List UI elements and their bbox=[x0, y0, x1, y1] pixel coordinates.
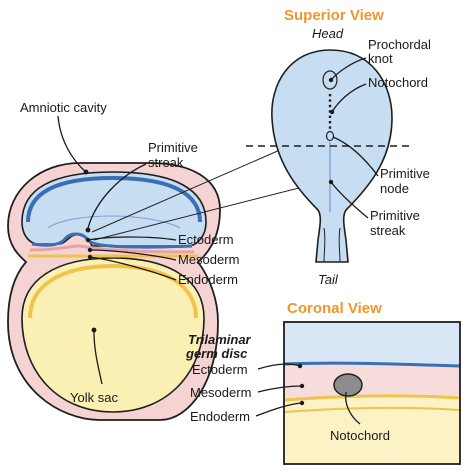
superior-primitive-streak-label-l1: Primitive bbox=[370, 208, 420, 223]
yolk-sac-label: Yolk sac bbox=[70, 390, 118, 405]
connecting-stalk-inner bbox=[323, 227, 341, 263]
mesoderm-leader bbox=[89, 249, 177, 261]
coronal-endoderm-label: Endoderm bbox=[190, 409, 250, 424]
coronal-mesoderm-point bbox=[299, 383, 305, 389]
amniotic-cavity-leader bbox=[57, 115, 87, 173]
coronal-ectoderm-leader bbox=[257, 363, 301, 370]
yolk-sac-shape bbox=[21, 257, 205, 413]
projection-line-top bbox=[91, 135, 313, 233]
primitive-node-shape bbox=[325, 130, 335, 142]
coronal-panel bbox=[283, 321, 461, 465]
yolk-sac-point bbox=[91, 327, 97, 333]
yolk-sac-leader bbox=[93, 331, 103, 385]
primitive-streak-point bbox=[85, 227, 91, 233]
prochordal-knot-point bbox=[328, 77, 334, 83]
coronal-mesoderm-leader bbox=[257, 385, 303, 393]
trilaminar-label-l2: germ disc bbox=[185, 346, 248, 361]
primitive-streak-label-l1: Primitive bbox=[148, 140, 198, 155]
coronal-view-title: Coronal View bbox=[287, 300, 382, 317]
primitive-node-leader bbox=[332, 136, 379, 177]
coronal-endoderm-leader bbox=[255, 402, 303, 417]
superior-view-title: Superior View bbox=[284, 7, 384, 24]
ectoderm-label: Ectoderm bbox=[178, 232, 234, 247]
inner-oval bbox=[47, 215, 181, 229]
prochordal-knot-label-l2: knot bbox=[368, 51, 393, 66]
ectoderm-layer bbox=[31, 232, 193, 249]
trilaminar-label-l1: Trilaminar bbox=[188, 332, 252, 347]
amnion-lining bbox=[26, 175, 202, 223]
coronal-endoderm-line-2 bbox=[283, 406, 461, 413]
cross-section bbox=[7, 162, 221, 421]
coronal-ectoderm-line bbox=[283, 361, 461, 368]
primitive-node-label-l1: Primitive bbox=[380, 166, 430, 181]
prochordal-knot-label-l1: Prochordal bbox=[368, 37, 431, 52]
coronal-ectoderm-point bbox=[297, 363, 303, 369]
coronal-mesoderm-band bbox=[284, 363, 460, 400]
superior-primitive-streak-label-l2: streak bbox=[370, 223, 406, 238]
coronal-mesoderm-label: Mesoderm bbox=[190, 385, 251, 400]
coronal-notochord-leader bbox=[344, 391, 361, 425]
coronal-notochord-shape bbox=[333, 373, 363, 397]
yolk-sac-lining bbox=[28, 263, 198, 319]
mesoderm-label: Mesoderm bbox=[178, 252, 239, 267]
endoderm-label: Endoderm bbox=[178, 272, 238, 287]
amniotic-cavity-point bbox=[83, 169, 89, 175]
notochord-label: Notochord bbox=[368, 75, 428, 90]
ectoderm-point bbox=[85, 237, 91, 243]
primitive-streak-label-l2: streak bbox=[148, 155, 184, 170]
embryo-disc bbox=[271, 49, 393, 263]
coronal-endoderm-line bbox=[283, 394, 461, 402]
primitive-streak-leader bbox=[87, 163, 147, 229]
notochord-leader bbox=[331, 83, 367, 113]
ectoderm-leader bbox=[87, 236, 177, 241]
coronal-ectoderm-label: Ectoderm bbox=[192, 362, 248, 377]
amniotic-cavity-label: Amniotic cavity bbox=[20, 100, 107, 115]
head-label: Head bbox=[312, 26, 344, 41]
notochord-point bbox=[329, 109, 335, 115]
coronal-notochord-label: Notochord bbox=[330, 428, 390, 443]
primitive-node-label-l2: node bbox=[380, 181, 409, 196]
tail-label: Tail bbox=[318, 272, 339, 287]
coronal-amnion-band bbox=[284, 322, 460, 366]
coronal-endoderm-point bbox=[299, 400, 305, 406]
mesoderm-point bbox=[87, 247, 93, 253]
mesoderm-layer bbox=[29, 244, 195, 254]
superior-primitive-streak-point bbox=[328, 179, 334, 185]
embryo-superior bbox=[271, 49, 393, 263]
coronal-yolk-band bbox=[284, 395, 460, 464]
superior-primitive-streak-leader bbox=[330, 181, 369, 219]
endoderm-leader bbox=[89, 256, 177, 281]
prochordal-knot-leader bbox=[330, 57, 367, 81]
endoderm-point bbox=[87, 254, 93, 260]
coronal-frame-border bbox=[283, 321, 461, 465]
prochordal-knot-shape bbox=[322, 70, 338, 90]
